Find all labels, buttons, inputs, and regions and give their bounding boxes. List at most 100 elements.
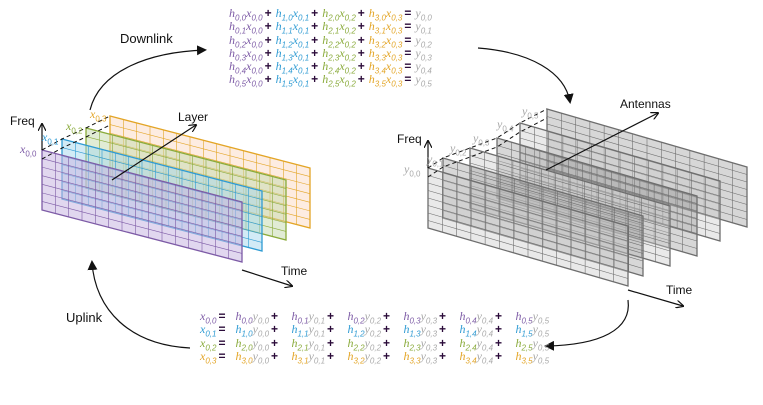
right-antennas-label: Antennas — [620, 97, 671, 111]
uplink-equation: x0,2=h2,0y0,0+h2,1y0,1+h2,2y0,2+h2,3y0,3… — [200, 335, 549, 352]
received-symbol: y0,3 — [420, 335, 438, 352]
operator: + — [271, 309, 279, 323]
channel-coefficient: h1,4 — [459, 322, 477, 339]
layer-symbol: x0,3 — [385, 32, 403, 49]
received-symbol: y0,2 — [364, 335, 382, 352]
layer-plane-0 — [41, 149, 243, 263]
layer-symbol: x0,2 — [200, 335, 217, 352]
channel-coefficient: h1,1 — [291, 322, 309, 339]
operator: = — [404, 45, 412, 60]
uplink-equation: x0,1=h1,0y0,0+h1,1y0,1+h1,2y0,2+h1,3y0,3… — [200, 322, 549, 339]
received-symbol: y0,0 — [252, 335, 270, 352]
operator: + — [311, 72, 319, 87]
layer-symbol: x0,1 — [292, 59, 310, 76]
downlink-arrow — [89, 45, 207, 111]
uplink-label: Uplink — [66, 310, 103, 325]
layer-symbol: x0,0 — [246, 32, 263, 49]
received-symbol: y0,3 — [420, 348, 438, 366]
received-symbol: y0,2 — [364, 322, 382, 339]
channel-coefficient: h2,5 — [515, 335, 533, 352]
layer-symbol: x0,3 — [385, 19, 403, 36]
operator: + — [264, 45, 272, 60]
operator: + — [495, 322, 503, 337]
operator: + — [439, 335, 447, 350]
operator: + — [311, 6, 319, 20]
layer-symbol: x0,3 — [385, 6, 403, 23]
operator: + — [439, 348, 447, 363]
uplink-equations: x0,0=h0,0y0,0+h0,1y0,1+h0,2y0,2+h0,3y0,3… — [200, 309, 549, 365]
operator: + — [264, 19, 272, 34]
operator: = — [404, 6, 412, 20]
layer-symbol: x0,0 — [20, 142, 37, 159]
channel-coefficient: h1,2 — [347, 322, 365, 339]
layer-symbol: x0,2 — [339, 45, 356, 63]
channel-coefficient: h1,0 — [235, 322, 253, 339]
left-layer-label: Layer — [178, 110, 209, 124]
received-symbol: y0,5 — [532, 309, 550, 326]
operator: = — [218, 348, 226, 363]
operator: + — [495, 309, 503, 323]
operator: + — [271, 348, 279, 363]
operator: = — [404, 72, 412, 87]
received-symbol: y0,5 — [532, 335, 550, 352]
channel-coefficient: h2,1 — [291, 335, 309, 352]
operator: + — [357, 45, 365, 60]
operator: = — [218, 309, 226, 323]
operator: = — [404, 19, 412, 34]
uplink-return-arrow — [544, 299, 629, 351]
channel-coefficient: h1,2 — [275, 32, 293, 49]
antenna-symbol: y0,4 — [497, 117, 514, 134]
received-symbol: y0,0 — [415, 6, 432, 23]
layer-symbol: x0,1 — [292, 72, 310, 89]
channel-coefficient: h1,0 — [275, 6, 293, 23]
layer-symbol: x0,1 — [292, 19, 310, 36]
antenna-plane-0 — [427, 167, 629, 287]
left-time-axis — [241, 269, 292, 286]
layer-symbol: x0,3 — [200, 348, 217, 366]
channel-coefficient: h0,0 — [235, 309, 253, 326]
received-symbol: y0,1 — [415, 19, 432, 36]
channel-coefficient: h3,0 — [235, 348, 253, 366]
layer-symbol: x0,0 — [200, 309, 217, 326]
received-symbol: y0,4 — [415, 59, 432, 76]
layer-symbol: x0,2 — [66, 119, 83, 136]
operator: = — [404, 59, 412, 74]
operator: + — [383, 348, 391, 363]
operator: + — [271, 322, 279, 337]
operator: + — [327, 309, 335, 323]
channel-coefficient: h1,5 — [275, 72, 293, 89]
channel-coefficient: h3,5 — [515, 348, 533, 366]
right-time-label: Time — [666, 283, 693, 297]
receive-antenna-planes — [427, 108, 748, 287]
layer-symbol: x0,2 — [339, 32, 356, 49]
received-symbol: y0,2 — [364, 348, 382, 366]
channel-coefficient: h0,5 — [515, 309, 533, 326]
channel-coefficient: h3,2 — [347, 348, 365, 366]
antenna-symbol: y0,5 — [522, 104, 539, 121]
operator: + — [357, 19, 365, 34]
received-symbol: y0,5 — [532, 322, 550, 339]
operator: + — [264, 32, 272, 47]
uplink-equation: x0,3=h3,0y0,0+h3,1y0,1+h3,2y0,2+h3,3y0,3… — [200, 348, 549, 365]
operator: + — [383, 309, 391, 323]
right-time-axis — [627, 289, 683, 306]
channel-coefficient: h0,5 — [229, 72, 247, 89]
layer-symbol: x0,0 — [246, 6, 263, 23]
layer-symbol: x0,1 — [292, 32, 310, 49]
operator: + — [357, 32, 365, 47]
left-layer-axis — [111, 125, 196, 181]
received-symbol: y0,0 — [252, 322, 270, 339]
left-freq-label: Freq — [10, 114, 35, 128]
channel-coefficient: h1,4 — [275, 59, 293, 76]
downlink-label: Downlink — [120, 31, 173, 46]
layer-symbol: x0,1 — [42, 130, 59, 147]
downlink-equations: h0,0x0,0+h1,0x0,1+h2,0x0,2+h3,0x0,3=y0,0… — [229, 6, 432, 89]
right-freq-label: Freq — [397, 132, 422, 146]
received-symbol: y0,2 — [415, 32, 432, 49]
received-symbol: y0,4 — [476, 348, 494, 366]
channel-coefficient: h3,3 — [403, 348, 421, 366]
uplink-equation: x0,0=h0,0y0,0+h0,1y0,1+h0,2y0,2+h0,3y0,3… — [200, 309, 549, 325]
downlink-equation: h0,1x0,0+h1,1x0,1+h2,1x0,2+h3,1x0,3=y0,1 — [229, 19, 432, 36]
right-depth-dashes — [427, 108, 548, 178]
